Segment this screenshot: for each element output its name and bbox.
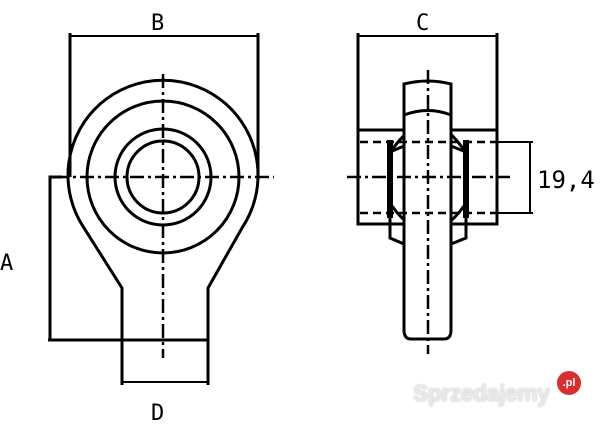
label-a: A bbox=[0, 251, 13, 276]
stem-outline bbox=[402, 79, 453, 341]
ball-side bbox=[388, 144, 468, 246]
stem-ball-arc bbox=[403, 109, 452, 117]
label-bore-diameter: 19,4 bbox=[537, 166, 595, 194]
label-b: B bbox=[151, 11, 164, 36]
label-d: D bbox=[151, 401, 164, 426]
label-c: C bbox=[416, 11, 429, 36]
watermark-badge: .pl bbox=[557, 371, 581, 395]
watermark-text: Sprzedajemy bbox=[413, 380, 550, 406]
a-dimension-line bbox=[48, 175, 62, 340]
